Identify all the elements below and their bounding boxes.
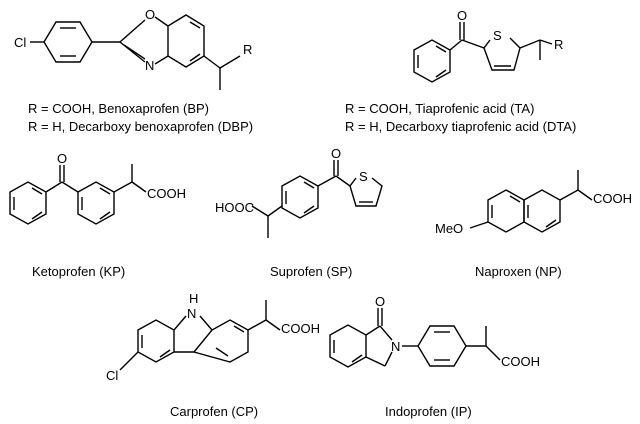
r-group-label: R: [554, 37, 563, 52]
r-group-label: R: [243, 42, 252, 57]
suprofen-structure: HOOC O S: [215, 146, 383, 238]
caption-dbp: R = H, Decarboxy benoxaprofen (DBP): [28, 119, 253, 134]
nh-hydrogen-label: H: [189, 291, 198, 306]
cooh-label: COOH: [501, 354, 540, 369]
caption-bp: R = COOH, Benoxaprofen (BP): [28, 101, 209, 116]
lactam-nitrogen-label: N: [391, 339, 400, 354]
caption-ip: Indoprofen (IP): [385, 404, 472, 419]
indoprofen-structure: O N COOH: [329, 294, 540, 369]
hooc-label: HOOC: [215, 200, 254, 215]
carbonyl-oxygen-label: O: [331, 146, 341, 161]
carbonyl-oxygen-label: O: [457, 8, 467, 23]
caption-sp: Suprofen (SP): [270, 264, 352, 279]
nitrogen-label: N: [145, 58, 154, 73]
caption-dta: R = H, Decarboxy tiaprofenic acid (DTA): [345, 119, 576, 134]
ketoprofen-structure: O COOH: [9, 151, 186, 225]
sulfur-label: S: [359, 169, 368, 184]
chlorine-label: Cl: [106, 368, 118, 383]
carprofen-structure: N H Cl COOH: [106, 291, 320, 383]
carbonyl-oxygen-label: O: [375, 294, 385, 309]
chlorine-label: Cl: [14, 35, 26, 50]
cooh-label: COOH: [281, 321, 320, 336]
caption-np: Naproxen (NP): [475, 264, 562, 279]
naproxen-structure: MeO COOH: [435, 170, 632, 236]
tiaprofenic-acid-structure: O S R: [413, 8, 563, 83]
oxygen-label: O: [145, 7, 155, 22]
benoxaprofen-structure: Cl O N R: [14, 7, 252, 90]
cooh-label: COOH: [147, 186, 186, 201]
caption-cp: Carprofen (CP): [170, 404, 258, 419]
methoxy-label: MeO: [435, 221, 463, 236]
caption-ta: R = COOH, Tiaprofenic acid (TA): [345, 101, 534, 116]
caption-kp: Ketoprofen (KP): [32, 264, 125, 279]
cooh-label: COOH: [593, 191, 632, 206]
indole-nitrogen-label: N: [187, 306, 196, 321]
carbonyl-oxygen-label: O: [57, 151, 67, 166]
sulfur-label: S: [493, 28, 502, 43]
